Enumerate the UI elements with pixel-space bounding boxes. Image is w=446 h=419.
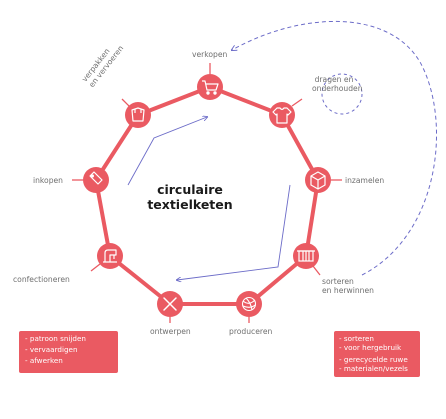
label-inzamelen: inzamelen	[345, 176, 385, 185]
right-box-line3: - gerecycelde ruwe	[339, 355, 408, 364]
inner-flow-arrow-top	[127, 117, 207, 186]
label-dragen-line2: onderhouden	[312, 84, 363, 93]
package-icon	[131, 107, 145, 122]
dragen-loop-dashed	[321, 73, 363, 115]
box-icon	[310, 171, 326, 190]
node-ticks	[72, 63, 342, 323]
label-inkopen: inkopen	[33, 176, 64, 185]
diagram-title-line2: textielketen	[147, 197, 233, 212]
label-confectioneren: confectioneren	[13, 275, 70, 284]
sewing-machine-icon	[103, 249, 117, 263]
diagram-title-line1: circulaire	[157, 182, 223, 197]
right-info-box: - sorteren - voor hergebruik - gerecycel…	[334, 331, 420, 377]
shopping-cart-icon	[202, 80, 219, 95]
left-info-box: - patroon snijden - vervaardigen - afwer…	[19, 331, 118, 373]
node-dragen[interactable]	[269, 102, 295, 128]
node-inkopen[interactable]	[83, 167, 109, 193]
right-box-line4: - materialen/vezels	[339, 364, 408, 373]
diagram-title: circulaire textielketen	[130, 182, 250, 212]
left-box-line3: - afwerken	[25, 356, 63, 365]
node-ontwerpen[interactable]	[157, 291, 183, 317]
tag-icon	[89, 171, 103, 185]
return-loop-dashed-arrow	[232, 21, 437, 276]
node-verpakken[interactable]	[125, 102, 151, 128]
left-box-line2: - vervaardigen	[25, 345, 78, 354]
label-verkopen: verkopen	[192, 50, 228, 59]
label-sorteren-line1: sorteren	[322, 277, 354, 286]
yarn-ball-icon	[241, 296, 257, 312]
label-sorteren: sorteren en herwinnen	[322, 277, 374, 295]
node-sorteren[interactable]	[293, 243, 319, 269]
label-ontwerpen: ontwerpen	[150, 327, 191, 336]
t-shirt-icon	[272, 107, 292, 124]
right-box-line2: - voor hergebruik	[339, 343, 402, 352]
left-box-line1: - patroon snijden	[25, 334, 86, 343]
node-produceren[interactable]	[236, 291, 262, 317]
pencil-ruler-icon	[163, 297, 177, 311]
sorting-bin-icon	[297, 250, 315, 262]
node-confectioneren[interactable]	[97, 243, 123, 269]
right-box-line1: - sorteren	[339, 334, 374, 343]
node-verkopen[interactable]	[197, 74, 223, 100]
label-dragen-line1: dragen en	[314, 75, 354, 84]
label-dragen: dragen en onderhouden	[312, 75, 363, 93]
cycle-ring	[94, 85, 320, 306]
label-sorteren-line2: en herwinnen	[322, 286, 374, 295]
node-inzamelen[interactable]	[305, 167, 331, 193]
inner-flow-arrow-bottom	[177, 184, 291, 280]
label-produceren: produceren	[229, 327, 273, 336]
